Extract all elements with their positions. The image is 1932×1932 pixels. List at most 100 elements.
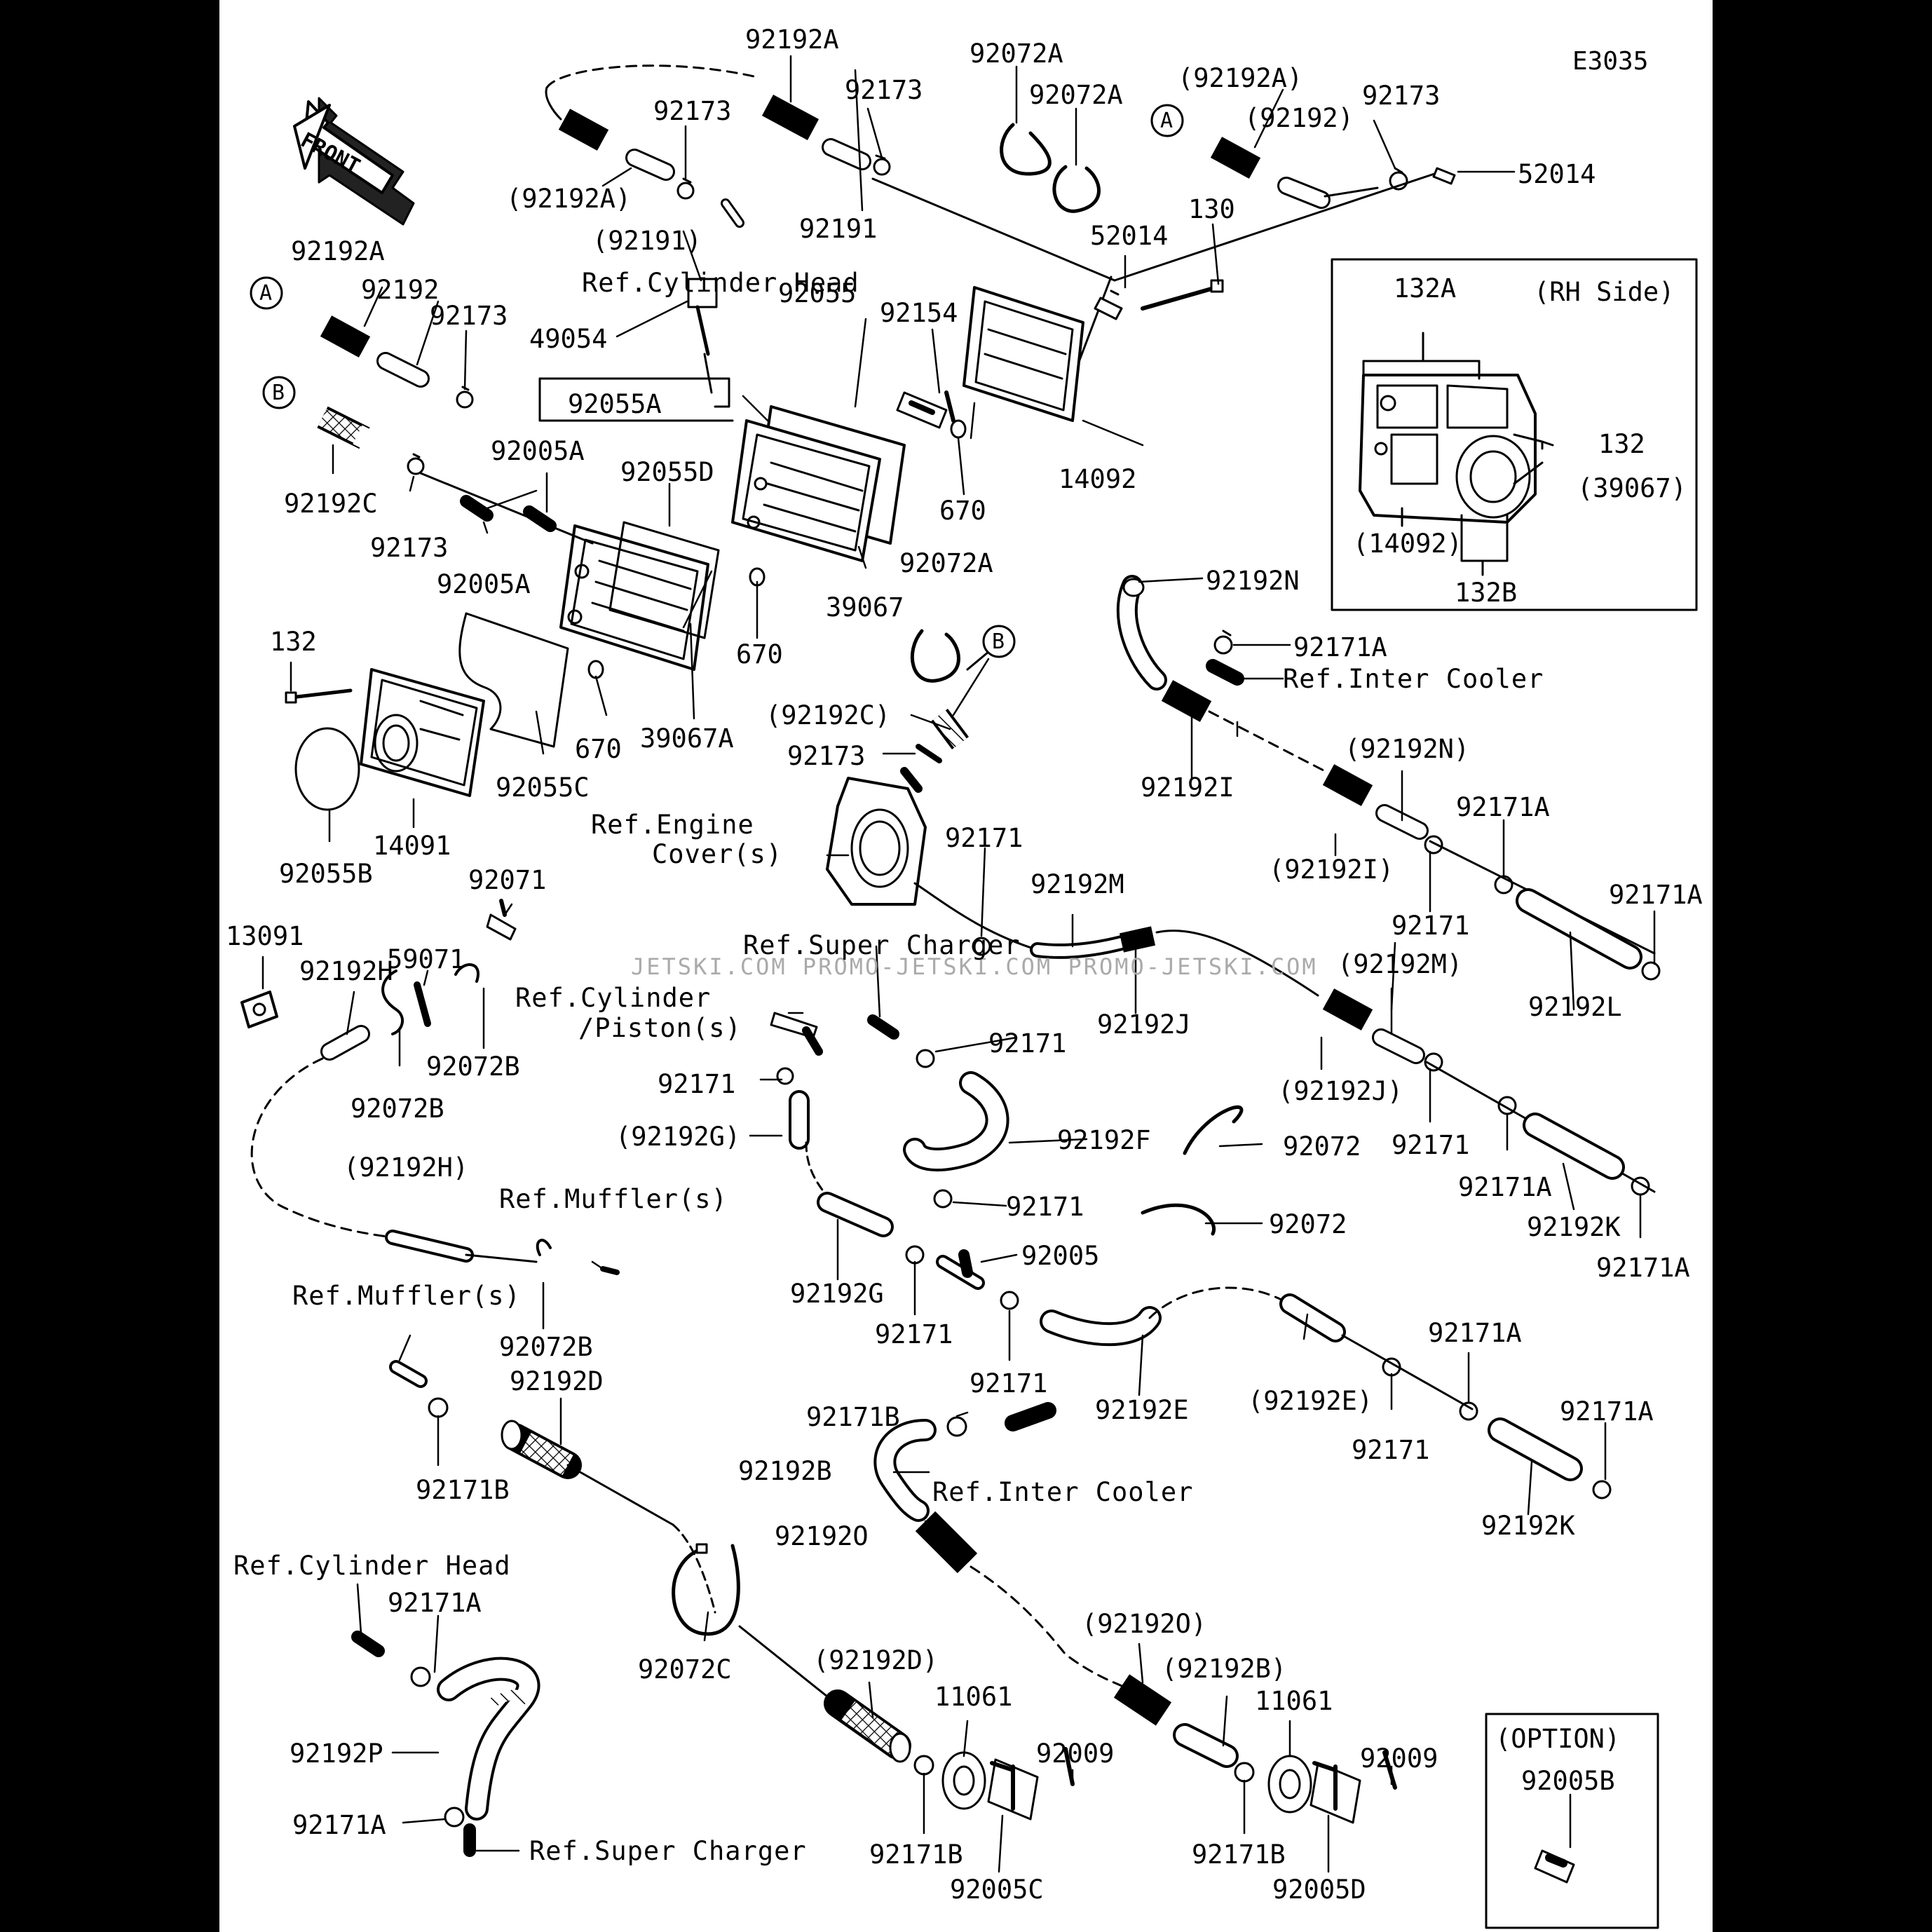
label-92171A-3: 92171A — [1609, 880, 1703, 910]
clamp-92171A-7 — [1592, 1480, 1612, 1499]
spring-hose-92192I-paren — [1322, 764, 1373, 806]
label-92192L: 92192L — [1528, 992, 1622, 1022]
label-13091: 13091 — [226, 921, 304, 951]
label-670-c: 670 — [575, 734, 622, 764]
label-52014: 52014 — [1090, 221, 1169, 251]
fitting-inter-cooler-lower — [1005, 1402, 1056, 1431]
label-92171A-7: 92171A — [1560, 1396, 1654, 1427]
sensor-49054 — [687, 278, 718, 394]
label-92171A-2: 92171A — [1456, 792, 1550, 822]
dashed-link-92192E — [1148, 1286, 1284, 1319]
callout-b-lower — [966, 651, 990, 671]
label-92192E: 92192E — [1095, 1395, 1189, 1425]
dashed-link-92192O — [970, 1565, 1123, 1687]
hose-line-92192H — [465, 1253, 538, 1263]
hose-92192N — [1116, 575, 1167, 691]
clamp-92171B-2 — [946, 1416, 967, 1437]
tube-92192G — [817, 1192, 894, 1237]
nipple-92173-top — [721, 198, 744, 228]
label-92192J-paren: (92192J) — [1278, 1076, 1403, 1106]
label-92192A-paren-top: (92192A) — [1178, 63, 1303, 93]
label-92171-m2: 92171 — [988, 1028, 1067, 1059]
label-59071: 59071 — [387, 944, 465, 974]
clamp-92171A-1 — [1213, 630, 1233, 655]
label-92171-m4: 92171 — [1006, 1192, 1084, 1222]
inset-label-132: 132 — [1598, 429, 1645, 459]
ref-cylinder-piston-line2: /Piston(s) — [578, 1013, 742, 1043]
label-92005A-2: 92005A — [437, 569, 531, 599]
label-92173-t: 92173 — [845, 75, 923, 105]
label-92072A-2: 92072A — [1029, 80, 1123, 110]
label-92192D-paren: (92192D) — [813, 1645, 939, 1675]
option-box-frame — [1485, 1713, 1659, 1929]
label-92192K-2: 92192K — [1481, 1511, 1575, 1541]
dashed-link-92192H — [250, 1057, 394, 1239]
clamp-92171-m2 — [916, 1049, 935, 1068]
callout-box-49054-b — [538, 377, 734, 422]
clamp-92171-m3 — [776, 1067, 794, 1085]
filter-hose-92192C — [317, 406, 376, 451]
label-92192J: 92192J — [1097, 1009, 1191, 1040]
label-92072C: 92072C — [638, 1654, 732, 1685]
band-92072A-3 — [910, 629, 960, 683]
tube-92192K-2 — [1488, 1417, 1583, 1481]
label-92171A-6: 92171A — [1428, 1318, 1522, 1348]
label-49054: 49054 — [529, 324, 608, 354]
label-92171-m5: 92171 — [875, 1319, 953, 1349]
ref-inter-cooler-lower: Ref.Inter Cooler — [932, 1477, 1194, 1507]
label-92171A-1: 92171A — [1293, 632, 1387, 662]
dashed-link-92192G — [805, 1141, 825, 1193]
oring-92055B — [294, 727, 360, 811]
callout-132B-inset — [1460, 514, 1509, 576]
inset-label-132B: 132B — [1455, 578, 1518, 608]
label-92192B-paren: (92192B) — [1162, 1654, 1287, 1684]
clamp-92171A-9 — [444, 1807, 465, 1828]
label-92192A-paren-left: (92192A) — [506, 184, 632, 214]
screw-92009-1 — [1063, 1747, 1075, 1786]
tube-92192M-paren — [1372, 1028, 1425, 1064]
label-92005C: 92005C — [950, 1875, 1044, 1905]
label-92192G: 92192G — [790, 1279, 884, 1309]
pin-59071 — [414, 981, 431, 1027]
label-92072A-1: 92072A — [970, 39, 1063, 69]
tube-92192H — [320, 1025, 370, 1061]
callout-132A — [1362, 360, 1481, 380]
label-92192-paren: (92192) — [1244, 103, 1354, 133]
ref-engine-cover-line1: Ref.Engine — [591, 810, 754, 840]
tube-92192L — [1516, 888, 1642, 970]
label-92192I: 92192I — [1141, 773, 1234, 803]
tube-92192B-paren — [1173, 1723, 1239, 1768]
spring-hose-92192A-paren-left — [558, 109, 609, 151]
band-92072A-2 — [1052, 165, 1101, 213]
nipple-92005A-1 — [460, 495, 494, 522]
label-670-a: 670 — [939, 496, 986, 526]
ref-muffler-2: Ref.Muffler(s) — [292, 1281, 521, 1311]
clamp-92173-a — [873, 154, 891, 176]
label-92171B-1: 92171B — [416, 1475, 510, 1505]
ref-super-charger-mid: Ref.Super Charger — [743, 930, 1021, 960]
label-92192P: 92192P — [290, 1739, 383, 1769]
leader-lines — [261, 55, 1656, 1873]
label-39067: 39067 — [826, 592, 904, 623]
label-92192D: 92192D — [510, 1366, 604, 1396]
label-92171A-4: 92171A — [1458, 1172, 1552, 1202]
fitting-muffler-2 — [389, 1360, 428, 1388]
label-92171-m3: 92171 — [658, 1069, 736, 1099]
inset-title: (RH Side) — [1534, 277, 1675, 307]
label-92173-l2: 92173 — [370, 533, 449, 563]
tube-92192N-paren — [1375, 804, 1429, 840]
watermark: JETSKI.COM PROMO-JETSKI.COM PROMO-JETSKI… — [631, 953, 1318, 980]
fitting-92005B — [1534, 1849, 1575, 1884]
nipple-92005A-2 — [523, 505, 557, 532]
clamp-92171A-8 — [410, 1666, 431, 1687]
ref-muffler-1: Ref.Muffler(s) — [499, 1184, 728, 1214]
marker-a-top: A — [1160, 109, 1174, 133]
ref-cylinder-piston-line1: Ref.Cylinder — [515, 983, 712, 1013]
label-92192O-paren: (92192O) — [1082, 1609, 1207, 1639]
front-arrow-icon — [293, 97, 415, 226]
label-92191-paren: (92191) — [592, 226, 702, 256]
clamp-92171-m6 — [1000, 1291, 1019, 1310]
callout-box-49054 — [538, 377, 730, 408]
spring-hose-92192O-paren — [1113, 1674, 1172, 1726]
